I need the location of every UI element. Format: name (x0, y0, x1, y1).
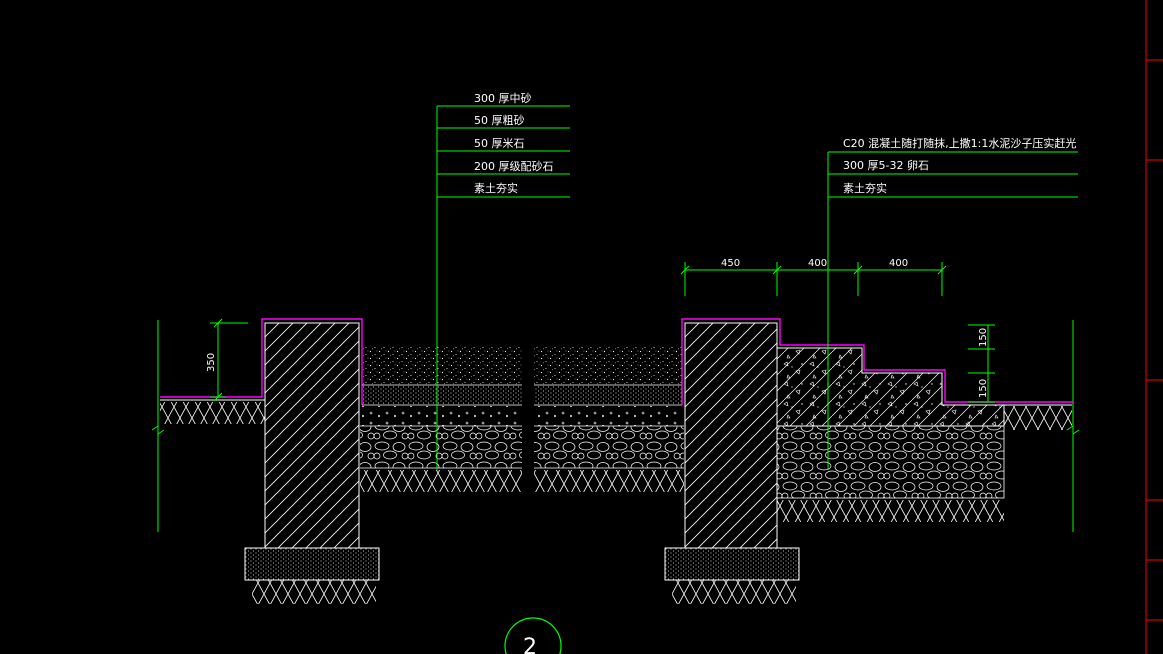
detail-number: 2 (523, 635, 537, 654)
left-callout-line-3: 50 厚米石 (474, 137, 525, 150)
right-callout: C20 混凝土随打随抹,上撒1:1水泥沙子压实赶光 300 厚5-32 卵石 素… (843, 136, 1076, 195)
sand-basin (360, 345, 684, 492)
left-curb (244, 322, 380, 604)
left-callout-line-4: 200 厚级配砂石 (474, 160, 554, 173)
detail-number-bubble: 2 (504, 617, 562, 654)
left-callout-line-1: 300 厚中砂 (474, 92, 532, 105)
left-vertical-dimension (210, 318, 248, 402)
dim-400-a: 400 (808, 258, 827, 269)
right-curb (664, 322, 800, 604)
dim-400-b: 400 (889, 258, 908, 269)
dim-150-a: 150 (978, 328, 989, 347)
right-callout-line-1: C20 混凝土随打随抹,上撒1:1水泥沙子压实赶光 (843, 136, 1076, 150)
right-vertical-dimension (968, 324, 995, 403)
left-callout-line-5: 素土夯实 (474, 181, 518, 195)
right-callout-leader (827, 151, 1078, 470)
right-callout-line-2: 300 厚5-32 卵石 (843, 159, 929, 172)
left-callout-leader (436, 105, 570, 470)
stepped-concrete (776, 347, 1072, 522)
dim-450: 450 (721, 258, 740, 269)
left-callout-line-2: 50 厚粗砂 (474, 114, 525, 127)
right-callout-line-3: 素土夯实 (843, 181, 887, 195)
left-callout: 300 厚中砂 50 厚粗砂 50 厚米石 200 厚级配砂石 素土夯实 (474, 92, 554, 195)
right-finish-line (681, 318, 1073, 405)
dim-150-b: 150 (978, 379, 989, 398)
title-block (1145, 0, 1163, 654)
dim-350: 350 (206, 353, 217, 372)
left-ground (160, 399, 265, 424)
top-dimension-line (680, 262, 947, 296)
